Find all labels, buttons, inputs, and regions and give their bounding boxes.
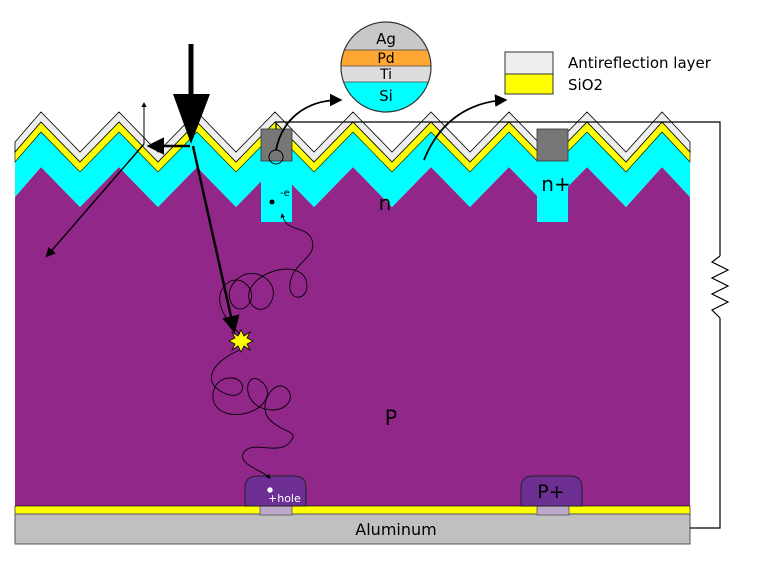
absorption-burst-icon bbox=[228, 329, 254, 353]
electron-path bbox=[219, 213, 314, 335]
scattered-light-arrow bbox=[45, 143, 145, 258]
hole-label: +hole bbox=[268, 492, 301, 505]
stack-label-pd: Pd bbox=[377, 51, 394, 67]
electron-label: -e bbox=[280, 188, 290, 199]
p-plus-label: P+ bbox=[537, 481, 564, 503]
hole-dot bbox=[267, 487, 273, 493]
hole-path bbox=[210, 349, 294, 479]
stack-label-ag: Ag bbox=[376, 30, 396, 48]
contact-stack-outline bbox=[340, 21, 432, 113]
stack-label-si: Si bbox=[379, 87, 393, 105]
n-plus-label: n+ bbox=[541, 172, 570, 196]
incident-light-arrowhead bbox=[173, 94, 210, 144]
external-circuit-wire bbox=[275, 121, 721, 529]
p-plus-region-left bbox=[244, 475, 307, 507]
resistor-icon bbox=[710, 255, 730, 319]
rear-sio2-stripe bbox=[14, 505, 691, 515]
legend-label-antireflection: Antireflection layer bbox=[568, 54, 712, 72]
p-substrate bbox=[15, 167, 690, 506]
legend-label-sio2: SiO2 bbox=[568, 76, 603, 94]
layer-legend-arrow bbox=[423, 94, 508, 161]
n-plus-well-right bbox=[537, 160, 568, 222]
n-plus-well-left bbox=[261, 160, 292, 222]
contact-zoom-arrow bbox=[275, 93, 343, 151]
legend-swatch-antireflection bbox=[504, 51, 554, 75]
stack-label-ti: Ti bbox=[379, 67, 392, 83]
legend-swatch-sio2 bbox=[504, 73, 554, 95]
p-plus-region-right bbox=[520, 475, 583, 507]
transmitted-light-arrow bbox=[191, 145, 240, 334]
p-region-label: P bbox=[385, 406, 398, 430]
aluminum-label: Aluminum bbox=[355, 520, 436, 539]
front-contact-right bbox=[536, 128, 569, 162]
electron-dot bbox=[269, 199, 275, 205]
n-region-label: n bbox=[379, 191, 392, 215]
aluminum-back-contact bbox=[14, 513, 691, 545]
n-layer bbox=[15, 132, 690, 207]
